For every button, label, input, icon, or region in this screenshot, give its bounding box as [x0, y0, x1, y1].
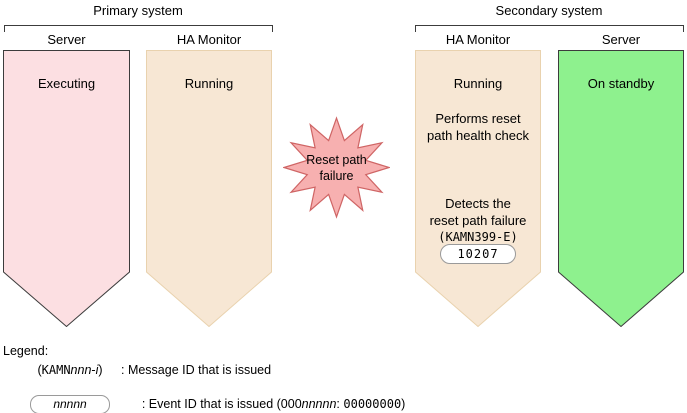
detect-line-2: reset path failure [429, 213, 527, 228]
starburst-label: Reset path failure [283, 116, 390, 219]
legend-event-id-row: nnnnn : Event ID that is issued (000nnnn… [25, 383, 405, 413]
secondary-server-pennant: On standby [558, 50, 684, 327]
secondary-server-pennant-polygon [558, 50, 684, 327]
legend-event-zeros: 00000000 [343, 397, 402, 411]
secondary-hamonitor-column-label: HA Monitor [445, 32, 511, 47]
legend-event-id-pill: nnnnn [30, 394, 110, 413]
legend-message-id-description: : Message ID that is issued [121, 363, 272, 377]
action-line-1: Performs reset [435, 111, 521, 126]
secondary-hamonitor-action: Performs reset path health check [415, 110, 541, 144]
secondary-server-state: On standby [587, 76, 655, 91]
primary-hamonitor-state: Running [184, 76, 234, 91]
primary-server-column-label: Server [47, 32, 86, 47]
secondary-system-label: Secondary system [495, 3, 603, 18]
secondary-hamonitor-pennant: Running Performs reset path health check… [415, 50, 541, 327]
secondary-hamonitor-state: Running [453, 76, 503, 91]
legend-msg-open-paren: ( [37, 363, 42, 377]
legend-event-desc-pre: : Event ID that is issued (000 [141, 397, 302, 411]
action-line-2: path health check [427, 128, 529, 143]
secondary-server-column-label: Server [601, 32, 641, 47]
starburst-label-line-2: failure [319, 168, 354, 183]
primary-hamonitor-pennant-polygon [146, 50, 272, 327]
detect-line-1: Detects the [445, 196, 511, 211]
legend-event-id-description: : Event ID that is issued (000nnnnn: 000… [121, 383, 406, 413]
primary-server-pennant: Executing [3, 50, 130, 327]
primary-hamonitor-pennant-shape [146, 50, 272, 327]
legend-event-close-paren: ) [401, 397, 406, 411]
primary-system-bracket [4, 25, 273, 32]
starburst-polygon [281, 116, 392, 219]
primary-server-pennant-polygon [3, 50, 130, 327]
event-id-pill: 10207 [440, 244, 516, 264]
starburst-shape [281, 116, 392, 219]
secondary-hamonitor-detect: Detects the reset path failure [415, 195, 541, 229]
reset-path-failure-burst: Reset path failure [281, 116, 392, 219]
primary-hamonitor-pennant: Running [146, 50, 272, 327]
legend-msg-prefix: KAMN [41, 363, 71, 377]
legend-title: Legend: [3, 344, 49, 358]
legend-event-nnnnn: nnnnn [301, 397, 337, 411]
secondary-server-pennant-shape [558, 50, 684, 327]
legend-msg-dash: - [91, 363, 96, 377]
legend-event-colon: : [336, 397, 344, 411]
primary-hamonitor-column-label: HA Monitor [176, 32, 242, 47]
primary-server-pennant-shape [3, 50, 130, 327]
legend-msg-i: i [95, 363, 99, 377]
legend-event-id-symbol: nnnnn [25, 394, 115, 413]
legend-msg-nnn: nnn [70, 363, 92, 377]
primary-system-label: Primary system [93, 3, 183, 18]
starburst-label-line-1: Reset path [306, 152, 367, 167]
secondary-system-bracket [415, 25, 684, 32]
message-id-text: (KAMN399-E) [438, 230, 518, 244]
primary-server-state: Executing [37, 76, 96, 91]
legend-msg-close-paren: ) [98, 363, 103, 377]
